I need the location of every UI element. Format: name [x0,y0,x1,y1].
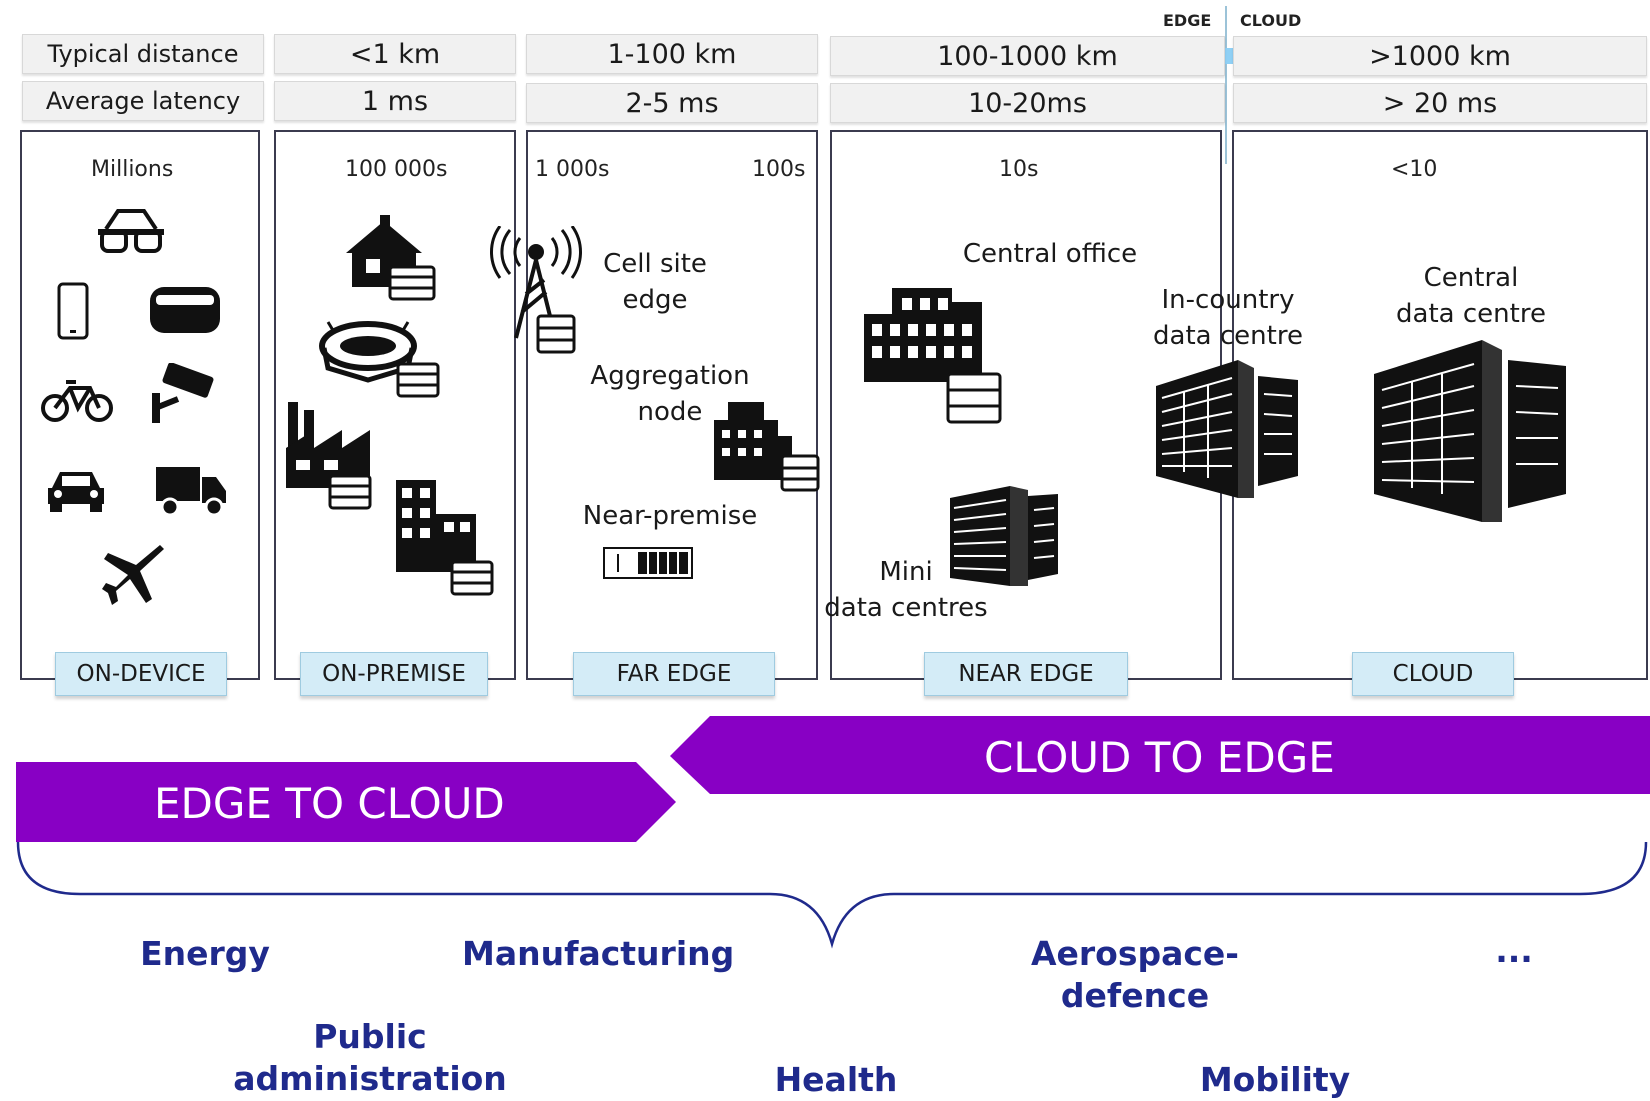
count-on-device: Millions [91,157,174,182]
office-building-icon [396,480,494,596]
cloud-to-edge-banner [670,716,1650,794]
row-label-distance: Typical distance [22,34,264,74]
tier-near-edge: NEAR EDGE [924,652,1128,696]
aggregation-building-icon [714,402,820,492]
distance-on-premise: <1 km [274,34,516,74]
aggregation-node-label: Aggregation node [590,361,750,427]
sector-mobility: Mobility [1199,1060,1351,1099]
cloud-to-edge-text: CLOUD TO EDGE [984,733,1335,782]
double-arrow-icon [1173,38,1281,74]
sector-energy: Energy [140,934,270,973]
truck-icon [156,467,226,517]
smart-home-icon [346,215,436,301]
airplane-icon [102,545,164,605]
bicycle-icon [41,380,113,422]
edge-header: EDGE [1163,11,1212,30]
column-far-edge [526,130,818,680]
smart-glasses-icon [98,209,164,253]
sector-manufacturing: Manufacturing [462,934,735,973]
cell-tower-icon [490,226,582,354]
vr-headset-icon [150,287,220,333]
edge-to-cloud-text: EDGE TO CLOUD [154,779,505,828]
tier-cloud: CLOUD [1352,652,1514,696]
smartphone-icon [57,282,89,340]
sector-health: Health [774,1060,898,1099]
mini-data-centres-label: Mini data centres [824,557,988,623]
row-label-latency: Average latency [22,81,264,121]
cloud-header: CLOUD [1240,11,1302,30]
count-far-edge-left: 1 000s [535,157,610,182]
count-near-edge: 10s [999,157,1039,182]
in-country-data-centre-icon [1156,360,1298,498]
latency-cloud: > 20 ms [1233,83,1647,123]
edge-cloud-divider [1225,6,1227,164]
latency-near-edge: 10-20ms [830,83,1225,123]
tier-on-premise: ON-PREMISE [300,652,488,696]
central-data-centre-icon [1374,340,1566,522]
count-cloud: <10 [1391,157,1438,182]
latency-far-edge: 2-5 ms [526,83,818,123]
central-office-building-icon [864,288,1002,424]
car-icon [48,472,104,512]
count-far-edge-right: 100s [752,157,806,182]
sector-public-administration: Public administration [233,1017,507,1098]
latency-on-premise: 1 ms [274,81,516,121]
distance-cloud: >1000 km [1233,36,1647,76]
sector-aerospace-defence: Aerospace-defence [1030,934,1240,1015]
tier-far-edge: FAR EDGE [573,652,775,696]
cell-site-label: Cell site edge [603,249,707,315]
near-premise-label: Near-premise [582,501,758,531]
count-on-premise: 100 000s [345,157,448,182]
tier-on-device: ON-DEVICE [55,652,227,696]
central-office-label: Central office [962,239,1138,269]
factory-icon [286,402,372,510]
direction-banners [16,716,1650,842]
distance-near-edge: 100-1000 km [830,36,1225,76]
curly-brace [16,841,1648,949]
sector-more: ... [1495,931,1533,970]
central-dc-label: Central data centre [1396,263,1546,329]
container-icon [603,547,693,579]
mini-data-centre-icon [950,486,1058,586]
distance-far-edge: 1-100 km [526,34,818,74]
stadium-icon [319,321,440,398]
security-camera-icon [152,363,214,423]
in-country-dc-label: In-country data centre [1153,285,1303,351]
edge-to-cloud-banner [16,762,676,842]
